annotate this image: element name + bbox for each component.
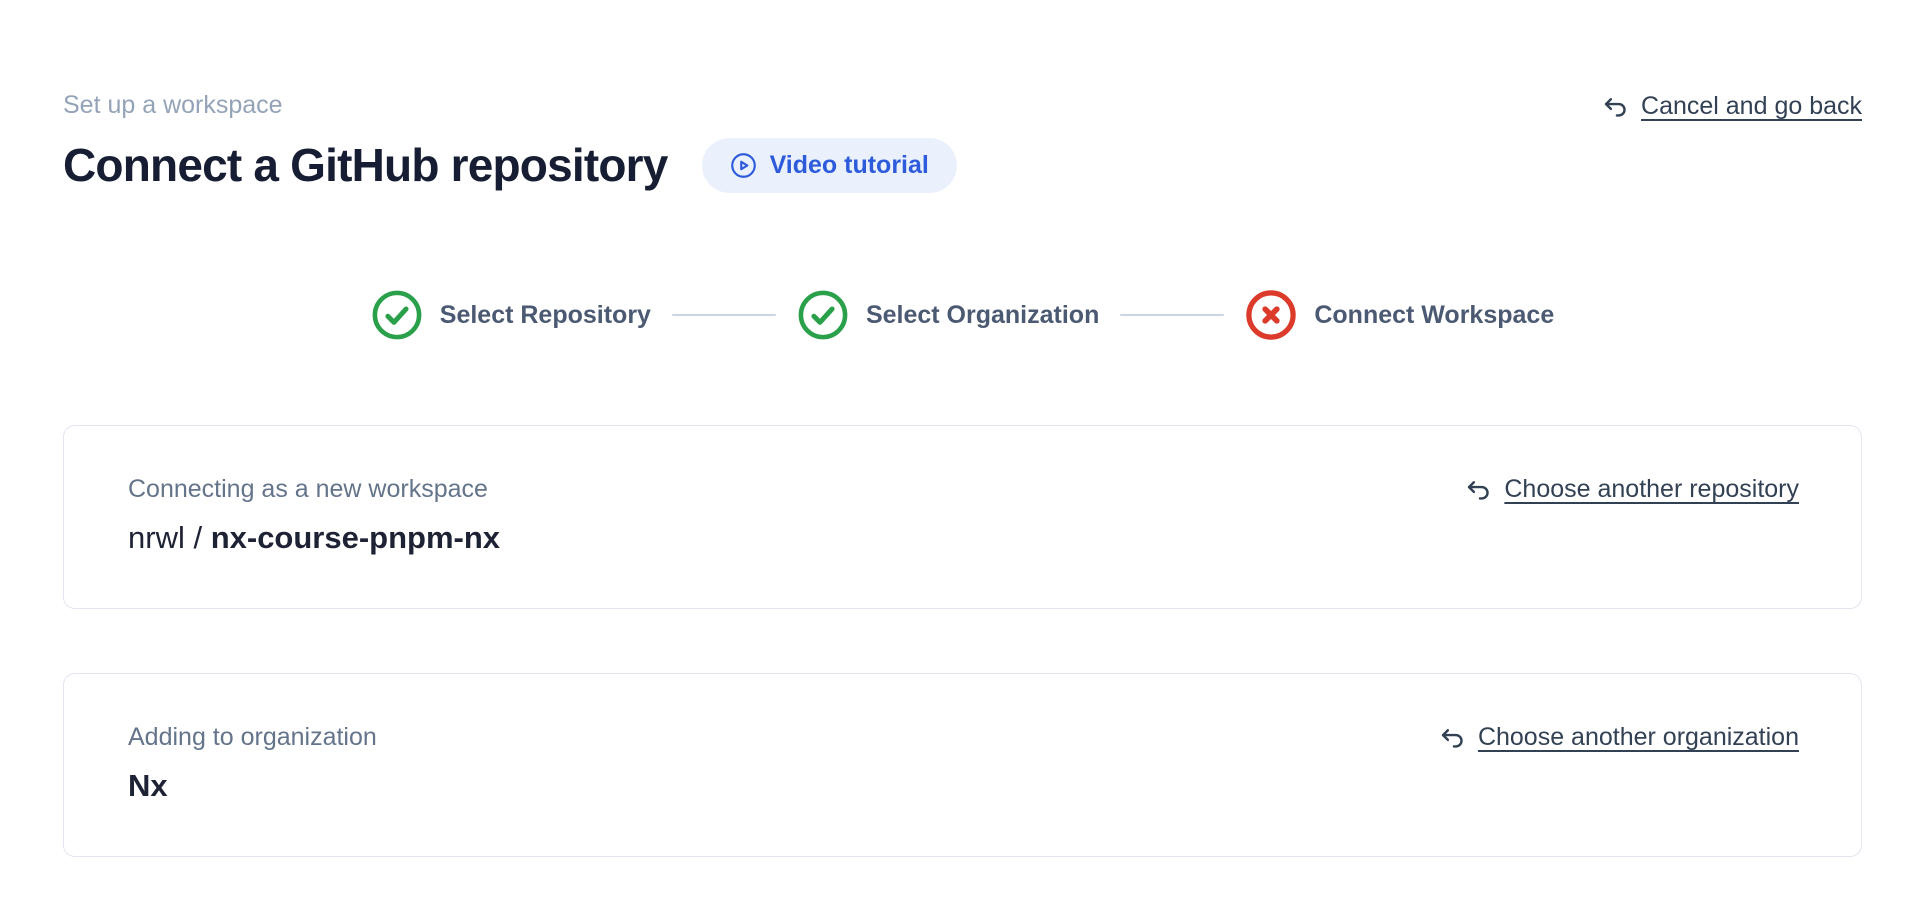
title-row: Connect a GitHub repository Video tutori…: [63, 137, 957, 193]
step-select-organization: Select Organization: [797, 289, 1099, 341]
step-label: Select Repository: [439, 300, 651, 329]
choose-another-repository-link[interactable]: Choose another repository: [1463, 475, 1799, 504]
organization-card: Adding to organization Nx Choose another…: [63, 673, 1862, 857]
stepper-connector: [1120, 313, 1225, 317]
repository-card-info: Connecting as a new workspace nrwl / nx-…: [128, 474, 500, 556]
repository-card-label: Connecting as a new workspace: [128, 475, 488, 503]
page-title: Connect a GitHub repository: [63, 139, 668, 191]
page-header: Set up a workspace Connect a GitHub repo…: [63, 90, 1862, 193]
step-label: Connect Workspace: [1314, 300, 1555, 329]
stepper-connector: [671, 313, 776, 317]
choose-another-repository-label: Choose another repository: [1504, 475, 1799, 503]
video-tutorial-button[interactable]: Video tutorial: [701, 137, 957, 193]
stepper: Select Repository Select Organization Co…: [63, 289, 1862, 341]
repository-owner: nrwl /: [128, 520, 211, 555]
check-circle-icon: [798, 290, 848, 340]
choose-another-organization-link[interactable]: Choose another organization: [1437, 723, 1799, 752]
undo-arrow-icon: [1604, 98, 1626, 117]
repository-name: nrwl / nx-course-pnpm-nx: [128, 520, 500, 556]
organization-card-label: Adding to organization: [128, 723, 377, 751]
check-circle-icon: [372, 290, 422, 340]
step-select-repository: Select Repository: [371, 289, 651, 341]
repository-repo-name: nx-course-pnpm-nx: [210, 520, 501, 555]
organization-name: Nx: [128, 768, 168, 803]
undo-arrow-icon: [1468, 481, 1490, 500]
eyebrow-text: Set up a workspace: [63, 91, 283, 119]
x-circle-icon: [1246, 290, 1297, 340]
play-circle-icon: [730, 152, 756, 178]
step-label: Select Organization: [865, 300, 1100, 329]
cancel-go-back-label: Cancel and go back: [1641, 92, 1862, 120]
choose-another-organization-label: Choose another organization: [1477, 723, 1799, 751]
video-tutorial-label: Video tutorial: [769, 150, 929, 179]
organization-card-info: Adding to organization Nx: [128, 722, 377, 804]
cancel-go-back-link[interactable]: Cancel and go back: [1600, 92, 1862, 121]
header-left: Set up a workspace Connect a GitHub repo…: [63, 90, 957, 193]
repository-card: Connecting as a new workspace nrwl / nx-…: [63, 425, 1862, 609]
undo-arrow-icon: [1441, 729, 1463, 748]
step-connect-workspace: Connect Workspace: [1245, 289, 1554, 341]
